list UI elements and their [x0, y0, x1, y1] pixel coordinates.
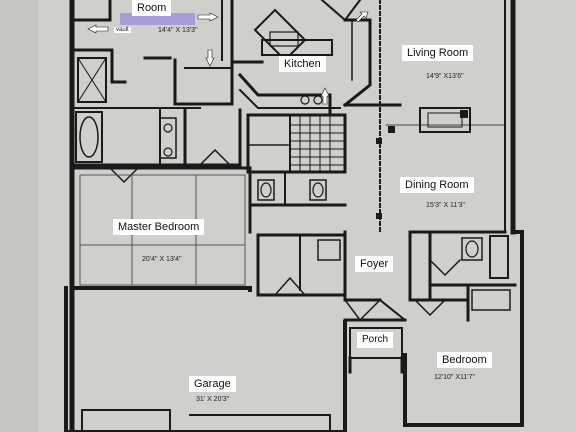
foyer-label: Foyer: [355, 256, 394, 272]
garage-dims: 31' X 20'3": [196, 396, 230, 403]
arrow-left: [87, 24, 109, 34]
bedroom-label: Bedroom: [437, 352, 492, 368]
arrow-right: [197, 12, 219, 22]
room-dims: 14'4" X 13'3": [158, 27, 198, 34]
bedroom-dims: 12'10" X11'7": [434, 374, 475, 381]
room-label: Room: [132, 0, 172, 16]
garage-label: Garage: [189, 376, 236, 392]
dining-room-label: Dining Room: [400, 177, 474, 193]
dining-room-dims: 15'3" X 11'3": [426, 202, 466, 209]
kitchen-label: Kitchen: [279, 56, 326, 72]
living-room-dims: 14'9" X13'6": [426, 73, 464, 80]
arrow-tr: [355, 11, 369, 23]
living-room-label: Living Room: [402, 45, 474, 61]
porch-label: Porch: [357, 332, 394, 348]
master-bedroom-label: Master Bedroom: [113, 219, 205, 235]
room-vault-note: vault: [114, 27, 131, 33]
master-bedroom-dims: 20'4" X 13'4": [142, 256, 182, 263]
room-highlight: [120, 13, 195, 25]
arrow-up: [320, 87, 330, 105]
arrow-down: [205, 49, 215, 67]
